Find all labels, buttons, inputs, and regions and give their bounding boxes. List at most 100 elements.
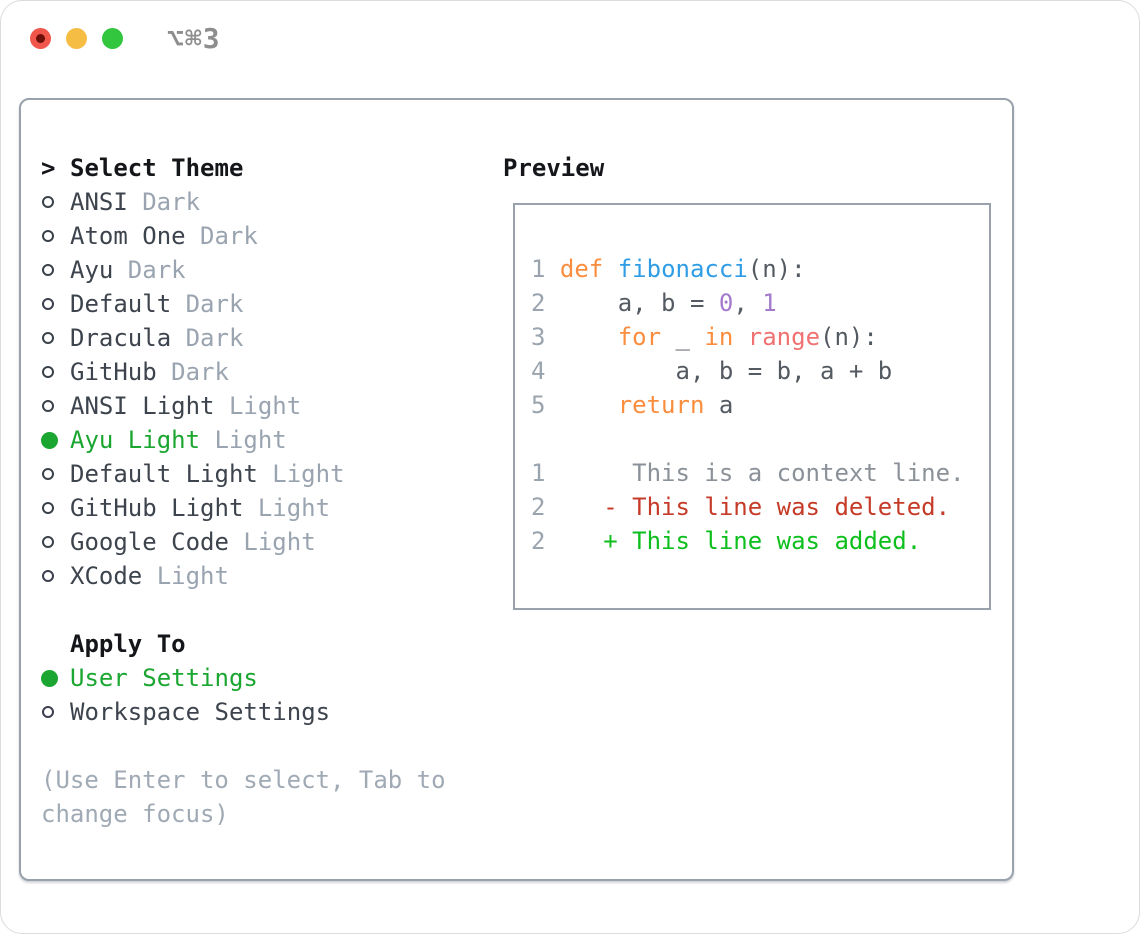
code-token-del: - This line was deleted. (559, 493, 951, 521)
option-marker (41, 366, 70, 378)
theme-option-name: Ayu Light (70, 426, 201, 454)
option-marker (41, 298, 70, 310)
code-token-ln: 3 (531, 323, 560, 351)
theme-option-name: Dracula (70, 324, 172, 352)
theme-option-name: ANSI (70, 188, 128, 216)
code-token-tx: a (704, 391, 734, 419)
theme-option-variant: Light (228, 392, 302, 420)
code-token-tx: (n): (820, 323, 878, 351)
theme-option-name: GitHub (70, 358, 157, 386)
theme-option-variant: Light (214, 426, 287, 454)
theme-option-name: GitHub Light (70, 494, 244, 522)
option-marker (41, 570, 70, 582)
option-marker (41, 468, 70, 480)
theme-option-variant: Dark (185, 324, 244, 352)
hint-text: (Use Enter to select, Tab to (41, 766, 446, 794)
code-token-tx: a, b = (559, 289, 719, 317)
code-token-kw: for (617, 323, 662, 351)
radio-unselected-icon (42, 400, 54, 412)
option-marker (41, 431, 70, 449)
code-line: 2 a, b = 0, 1 (531, 286, 989, 320)
minimize-button[interactable] (66, 28, 87, 49)
theme-option-ayu-light[interactable]: Ayu Light Light (41, 423, 446, 457)
code-token-ln: 2 (531, 289, 560, 317)
header-prefix: > (41, 154, 56, 182)
code-token-kw: in (704, 323, 734, 351)
radio-unselected-icon (42, 502, 54, 514)
radio-unselected-icon (42, 332, 54, 344)
window-shortcut-label: ⌥⌘3 (167, 22, 221, 55)
code-token-kw: return (617, 391, 705, 419)
theme-option-name: Atom One (70, 222, 186, 250)
code-token-tx (733, 323, 747, 351)
spacer-row (41, 729, 446, 763)
code-token-num: 0 (718, 289, 734, 317)
theme-option-variant: Light (156, 562, 229, 590)
option-marker (41, 669, 70, 687)
apply-to-option-user-settings[interactable]: User Settings (41, 661, 446, 695)
theme-option-xcode[interactable]: XCode Light (41, 559, 446, 593)
theme-option-variant: Dark (200, 222, 258, 250)
theme-option-ansi-light[interactable]: ANSI Light Light (41, 389, 446, 423)
code-token-ln: 1 (531, 255, 560, 283)
theme-list-header: > Select Theme (41, 151, 446, 185)
code-line: 2 - This line was deleted. (531, 490, 989, 524)
radio-unselected-icon (42, 366, 54, 378)
theme-option-name: XCode (70, 562, 143, 590)
theme-option-variant: Dark (171, 358, 229, 386)
theme-option-dracula[interactable]: Dracula Dark (41, 321, 446, 355)
preview-title: Preview (503, 154, 605, 182)
code-token-tx: , (733, 289, 763, 317)
close-button[interactable] (30, 28, 51, 49)
code-token-kw: def (559, 255, 604, 283)
code-line: 5 return a (531, 388, 989, 422)
theme-option-github[interactable]: GitHub Dark (41, 355, 446, 389)
code-token-ctx: This is a context line. (559, 459, 965, 487)
unsaved-indicator-icon (36, 34, 45, 43)
option-marker (41, 196, 70, 208)
radio-selected-icon (41, 669, 58, 687)
theme-option-variant: Light (243, 528, 316, 556)
code-token-tx (603, 255, 617, 283)
theme-option-github-light[interactable]: GitHub Light Light (41, 491, 446, 525)
theme-option-name: Default (70, 290, 172, 318)
code-blank-line (531, 422, 989, 456)
code-token-tx (560, 323, 618, 351)
code-token-add: + This line was added. (559, 527, 922, 555)
apply-to-header: Apply To (41, 627, 446, 661)
code-token-call: range (747, 323, 821, 351)
code-line: 1 def fibonacci(n): (531, 252, 989, 286)
code-token-ln: 2 (531, 527, 560, 555)
theme-option-variant: Dark (185, 290, 244, 318)
theme-option-atom-one[interactable]: Atom One Dark (41, 219, 446, 253)
code-token-fn: fibonacci (617, 255, 748, 283)
radio-selected-icon (41, 431, 58, 449)
hint-line: (Use Enter to select, Tab to (41, 763, 446, 797)
theme-list-title: Select Theme (70, 154, 244, 182)
code-token-num: 1 (762, 289, 777, 317)
apply-to-option-workspace-settings[interactable]: Workspace Settings (41, 695, 446, 729)
option-marker (41, 400, 70, 412)
code-token-tx: _ (661, 323, 705, 351)
option-marker (41, 536, 70, 548)
theme-option-variant: Light (257, 494, 331, 522)
code-token-ln: 2 (531, 493, 560, 521)
option-marker (41, 332, 70, 344)
theme-option-name: ANSI Light (70, 392, 215, 420)
theme-option-google-code[interactable]: Google Code Light (41, 525, 446, 559)
option-marker (41, 706, 70, 718)
theme-option-name: Ayu (70, 256, 114, 284)
theme-option-default[interactable]: Default Dark (41, 287, 446, 321)
radio-unselected-icon (42, 570, 54, 582)
code-token-ln: 1 (531, 459, 560, 487)
radio-unselected-icon (42, 468, 54, 480)
zoom-button[interactable] (102, 28, 123, 49)
option-marker (41, 264, 70, 276)
theme-option-name: Google Code (70, 528, 229, 556)
